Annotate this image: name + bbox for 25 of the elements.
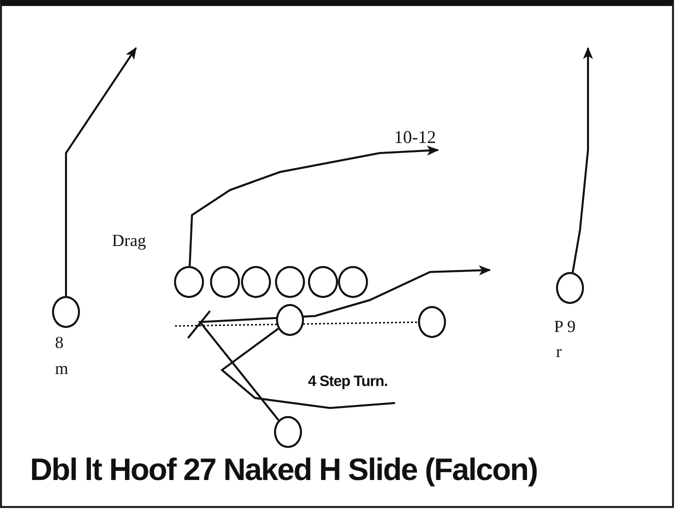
route-arrow [188,146,439,266]
route-line [220,328,396,409]
player-circle [52,296,80,328]
route-label: 10-12 [394,128,436,146]
player-circle [210,266,240,298]
player-circle [308,266,338,298]
play-title: Dbl lt Hoof 27 Naked H Slide (Falcon) [30,452,538,488]
player-label: r [556,343,562,360]
player-circle [276,304,304,336]
player-circle [241,266,271,298]
player-circle [556,272,584,304]
route-arrow [572,47,593,272]
player-circle [174,266,204,298]
player-circle [418,306,446,338]
player-circle [275,266,305,298]
player-label: P 9 [554,318,576,335]
motion-line [174,321,418,327]
route-arrow [198,265,491,421]
player-label: Drag [112,232,146,249]
player-circle [274,416,302,448]
route-label: 4 Step Turn. [308,374,388,389]
route-arrow [65,47,137,296]
player-circle [338,266,368,298]
player-label: 8 [55,334,64,351]
player-label: m [55,360,68,377]
